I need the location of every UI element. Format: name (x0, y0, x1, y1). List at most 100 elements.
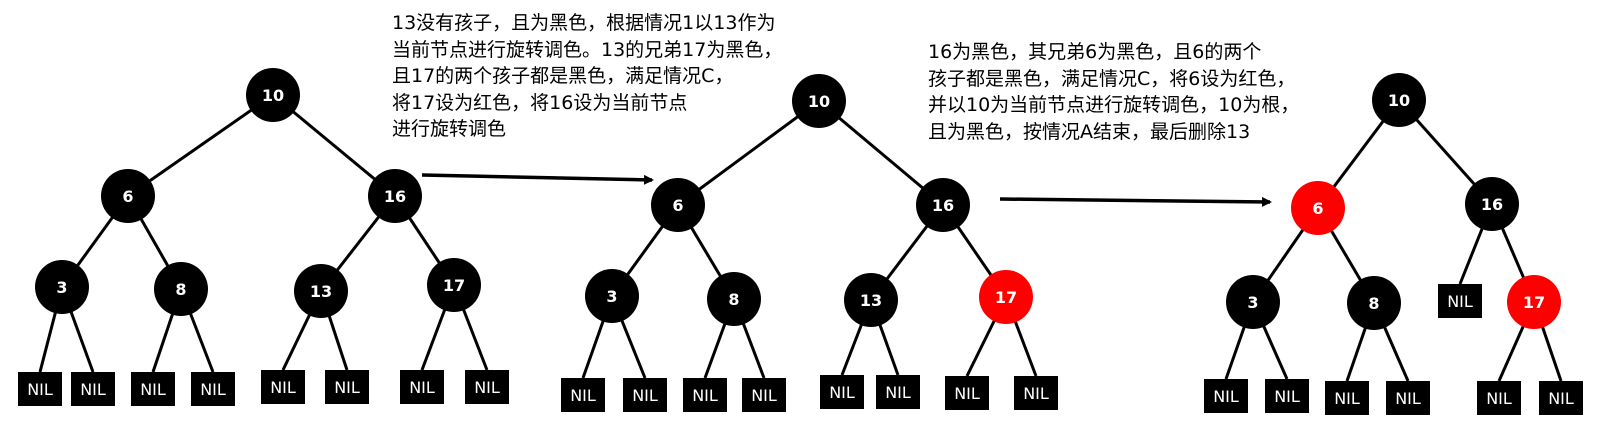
caption-line: 当前节点进行旋转调色。13的兄弟17为黑色， (392, 38, 783, 61)
nil-leaf: NIL (1325, 381, 1369, 415)
nil-label: NIL (409, 378, 435, 397)
node-label: 8 (1368, 294, 1379, 313)
caption-line: 16为黑色，其兄弟6为黑色，且6的两个 (928, 41, 1262, 63)
nil-box (683, 378, 727, 412)
nil-box (876, 375, 920, 409)
node-label: 10 (1388, 91, 1410, 110)
step-arrow-2 (999, 196, 1272, 207)
tree-node-10: 10 (246, 68, 300, 122)
tree-node-16: 16 (1465, 177, 1519, 231)
node-circle (1291, 181, 1345, 235)
node-label: 6 (122, 187, 133, 206)
nil-leaf: NIL (1014, 376, 1058, 410)
tree-node-17: 17 (979, 270, 1033, 324)
nil-leaf: NIL (1204, 379, 1248, 413)
node-circle (427, 258, 481, 312)
nil-box (945, 376, 989, 410)
node-circle (844, 273, 898, 327)
nil-box (71, 372, 115, 406)
nil-box (1325, 381, 1369, 415)
node-label: 16 (384, 187, 406, 206)
tree-node-6: 6 (651, 178, 705, 232)
nil-label: NIL (1213, 387, 1239, 406)
nil-box (1386, 381, 1430, 415)
nil-label: NIL (954, 384, 980, 403)
node-circle (707, 272, 761, 326)
nil-label: NIL (27, 380, 53, 399)
node-label: 3 (606, 287, 617, 306)
nil-label: NIL (474, 378, 500, 397)
node-label: 17 (443, 276, 465, 295)
nil-leaf: NIL (261, 370, 305, 404)
nil-label: NIL (692, 386, 718, 405)
node-circle (154, 262, 208, 316)
node-label: 10 (808, 92, 830, 111)
tree-edge (127, 93, 274, 198)
nil-leaf: NIL (325, 370, 369, 404)
tree-node-16: 16 (916, 178, 970, 232)
nil-label: NIL (1548, 389, 1574, 408)
node-circle (1347, 276, 1401, 330)
caption-step-2: 16为黑色，其兄弟6为黑色，且6的两个 孩子都是黑色，满足情况C，将6设为红色，… (928, 39, 1299, 145)
tree-node-17: 17 (1507, 275, 1561, 329)
nil-label: NIL (1395, 389, 1421, 408)
node-circle (368, 169, 422, 223)
nil-leaf: NIL (1438, 284, 1482, 318)
tree-node-8: 8 (1347, 276, 1401, 330)
caption-line: 孩子都是黑色，满足情况C，将6设为红色， (928, 67, 1296, 90)
nil-label: NIL (1023, 384, 1049, 403)
node-label: 16 (932, 196, 954, 215)
nil-leaf: NIL (1477, 381, 1521, 415)
node-label: 16 (1481, 195, 1503, 214)
nil-leaf: NIL (71, 372, 115, 406)
nil-label: NIL (270, 378, 296, 397)
node-circle (651, 178, 705, 232)
nil-box (1014, 376, 1058, 410)
node-label: 13 (310, 282, 332, 301)
tree-node-8: 8 (154, 262, 208, 316)
nil-label: NIL (200, 380, 226, 399)
node-circle (294, 264, 348, 318)
node-circle (916, 178, 970, 232)
tree-node-10: 10 (792, 74, 846, 128)
node-circle (979, 270, 1033, 324)
nil-box (561, 378, 605, 412)
caption-line: 13没有孩子，且为黑色，根据情况1以13作为 (392, 12, 776, 34)
nil-box (191, 372, 235, 406)
nil-box (261, 370, 305, 404)
caption-line: 并以10为当前节点进行旋转调色，10为根， (928, 94, 1300, 116)
nil-box (400, 370, 444, 404)
nil-box (1539, 381, 1583, 415)
nil-box (1204, 379, 1248, 413)
node-circle (35, 260, 89, 314)
nil-box (1265, 379, 1309, 413)
nil-label: NIL (1486, 389, 1512, 408)
nil-leaf: NIL (400, 370, 444, 404)
nil-label: NIL (1334, 389, 1360, 408)
nil-box (325, 370, 369, 404)
tree-node-3: 3 (35, 260, 89, 314)
nil-leaf: NIL (683, 378, 727, 412)
nil-box (1477, 381, 1521, 415)
caption-line: 且17的两个孩子都是黑色，满足情况C， (392, 65, 734, 87)
node-label: 3 (56, 278, 67, 297)
tree-node-3: 3 (1226, 275, 1280, 329)
nil-leaf: NIL (742, 378, 786, 412)
node-label: 8 (175, 280, 186, 299)
node-circle (1226, 275, 1280, 329)
nil-label: NIL (1274, 387, 1300, 406)
tree-node-13: 13 (844, 273, 898, 327)
node-label: 17 (995, 288, 1017, 307)
node-circle (1372, 73, 1426, 127)
node-label: 6 (1312, 199, 1323, 218)
nil-label: NIL (80, 380, 106, 399)
tree-node-17: 17 (427, 258, 481, 312)
caption-line: 将17设为红色，将16设为当前节点 (392, 91, 688, 114)
nil-label: NIL (751, 386, 777, 405)
nil-label: NIL (632, 386, 658, 405)
nil-leaf: NIL (820, 375, 864, 409)
nil-box (1438, 284, 1482, 318)
nil-leaf: NIL (465, 370, 509, 404)
caption-line: 且为黑色，按情况A结束，最后删除13 (928, 120, 1251, 143)
